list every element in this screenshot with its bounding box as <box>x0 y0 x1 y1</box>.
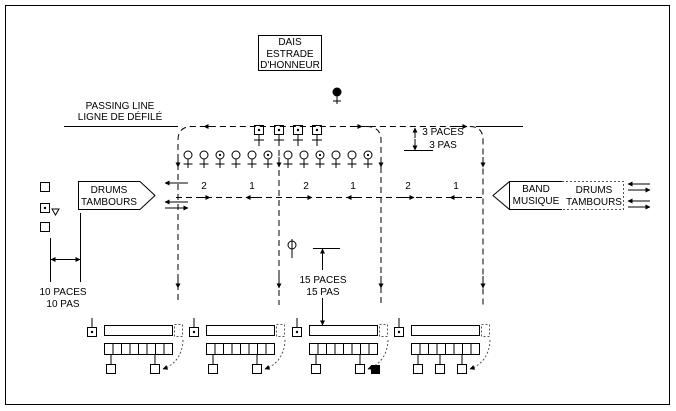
female-symbol-icon <box>231 150 241 168</box>
dashed-position-marker <box>481 324 490 337</box>
band-label: BAND <box>522 184 550 195</box>
triangle-icon <box>51 208 60 216</box>
filled-square-icon <box>371 365 380 374</box>
markers-left <box>40 182 60 232</box>
platoon-group <box>189 318 286 374</box>
soldier-square-icon <box>413 364 423 374</box>
band-label-fr: MUSIQUE <box>513 196 560 207</box>
fifteen-paces-label: 15 PACES <box>299 275 346 286</box>
female-symbol-icon <box>283 150 293 168</box>
guide-icon <box>287 239 297 258</box>
platoon-group <box>292 318 389 374</box>
drums-left-label: DRUMS <box>91 185 128 196</box>
officer-icon <box>293 125 303 146</box>
front-rank-bar <box>206 325 275 336</box>
platoon-group <box>394 318 491 374</box>
rank-number: 2 <box>201 181 207 192</box>
three-paces-label: 3 PACES <box>422 127 464 138</box>
soldier-square-icon <box>311 364 321 374</box>
soldier-square-icon <box>435 364 445 374</box>
dais-label: DAIS <box>278 37 302 48</box>
platoon-commander-icon <box>292 327 302 337</box>
officer-icon <box>312 125 322 146</box>
officer-icon <box>254 125 264 146</box>
soldier-square-icon <box>355 364 365 374</box>
three-paces-dimension: 3 PACES 3 PAS <box>404 127 464 151</box>
fifteen-paces-label-fr: 15 PAS <box>306 287 339 298</box>
march-route <box>175 124 486 305</box>
passing-line-label-fr: LIGNE DE DÉFILÉ <box>78 110 163 123</box>
soldier-square-icon <box>457 364 467 374</box>
frame <box>5 5 670 405</box>
front-rank-bar <box>104 325 173 336</box>
female-symbol-icon <box>247 150 257 168</box>
front-rank-bar <box>309 325 378 336</box>
female-symbol-icon <box>347 150 357 168</box>
soldier-square-icon <box>252 364 262 374</box>
female-symbol-icon <box>263 150 273 168</box>
female-symbol-icon <box>199 150 209 168</box>
rank-number: 2 <box>303 181 309 192</box>
platoon-group <box>87 318 184 374</box>
platoon-commander-icon <box>87 327 97 337</box>
rank-number: 2 <box>405 181 411 192</box>
female-symbol-icon <box>331 150 341 168</box>
rank-number: 1 <box>453 181 459 192</box>
drums-left-label-fr: TAMBOURS <box>81 197 137 208</box>
ten-paces-label-fr: 10 PAS <box>46 299 79 310</box>
dais-label-fr: ESTRADE <box>266 49 314 60</box>
dais-label-fr2: D'HONNEUR <box>260 60 320 71</box>
passing-line-label: PASSING LINE <box>86 101 155 112</box>
soldier-square-icon <box>150 364 160 374</box>
ten-paces-dimension: 10 PACES 10 PAS <box>39 213 87 310</box>
fifteen-paces-dimension: 15 PACES 15 PAS <box>299 248 347 326</box>
platoon-commander-icon <box>189 327 199 337</box>
female-symbol-icon <box>183 150 193 168</box>
platoon-commander-icon <box>394 327 404 337</box>
soldier-square-icon <box>106 364 116 374</box>
officer-icon <box>274 125 284 146</box>
band-box: BAND MUSIQUE <box>492 181 562 210</box>
rank-number: 1 <box>249 181 255 192</box>
reviewing-officer-icon <box>332 87 342 104</box>
drums-right-label-fr: TAMBOURS <box>566 197 622 208</box>
dashed-position-marker <box>174 324 183 337</box>
drums-right-box: DRUMS TAMBOURS <box>562 181 651 210</box>
drums-left-box: DRUMS TAMBOURS <box>78 180 189 211</box>
female-symbol-icon <box>363 150 373 168</box>
front-rank-bar <box>411 325 480 336</box>
dais-box: DAIS ESTRADE D'HONNEUR <box>258 35 322 71</box>
ten-paces-label: 10 PACES <box>39 287 86 298</box>
dashed-position-marker <box>379 324 388 337</box>
female-symbol-icon <box>215 150 225 168</box>
drums-right-label: DRUMS <box>576 185 613 196</box>
female-symbol-icon <box>299 150 309 168</box>
female-symbol-icon <box>315 150 325 168</box>
soldier-square-icon <box>208 364 218 374</box>
rank-number: 1 <box>350 181 356 192</box>
dashed-position-marker <box>276 324 285 337</box>
three-paces-label-fr: 3 PAS <box>429 140 457 151</box>
